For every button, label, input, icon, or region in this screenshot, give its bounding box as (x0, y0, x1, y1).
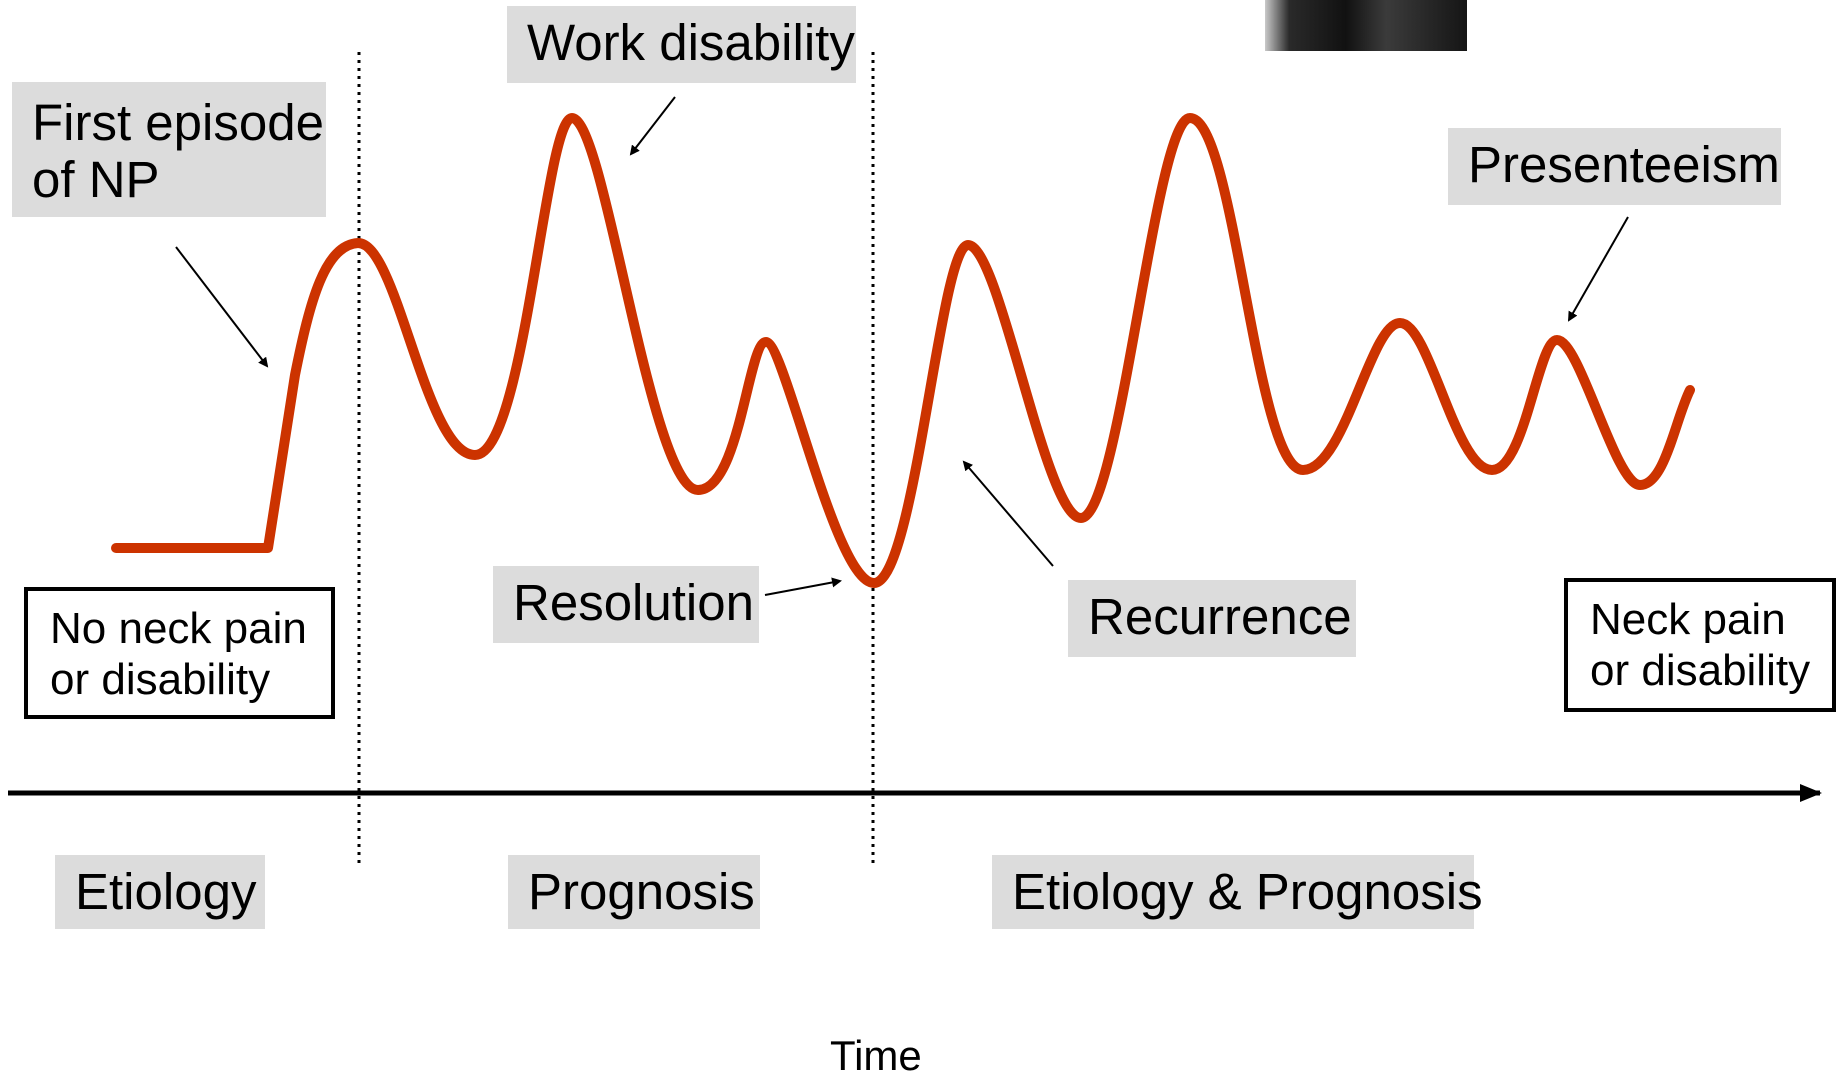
recurrence-arrow (962, 460, 1054, 567)
first-episode-line-1: First episode (32, 94, 324, 151)
resolution-label: Resolution (493, 566, 759, 643)
work-disability-arrow (629, 96, 676, 156)
etiology-label: Etiology (55, 855, 265, 929)
end-state-line-2: or disability (1590, 646, 1811, 696)
start-state-line-2: or disability (50, 655, 271, 705)
first-episode-arrow (175, 246, 269, 368)
work-disability-label: Work disability (507, 6, 856, 83)
resolution-arrow (764, 577, 842, 596)
end-state-line-1: Neck pain (1590, 595, 1786, 644)
presenteeism-arrow (1568, 216, 1629, 322)
start-state-line-1: No neck pain (50, 604, 307, 653)
etiology-prognosis-label: Etiology & Prognosis (992, 855, 1483, 929)
prognosis-label: Prognosis (508, 855, 760, 929)
pain-course-curve (111, 113, 1695, 588)
end-state-box: Neck pain or disability (1564, 578, 1836, 712)
time-axis-label: Time (830, 1032, 922, 1079)
start-state-box: No neck pain or disability (24, 587, 335, 719)
presenteeism-label: Presenteeism (1448, 128, 1781, 205)
first-episode-label: First episode of NP (12, 82, 326, 217)
recurrence-label: Recurrence (1068, 580, 1356, 657)
first-episode-line-2: of NP (32, 151, 160, 209)
presenter-photo (1265, 0, 1467, 51)
